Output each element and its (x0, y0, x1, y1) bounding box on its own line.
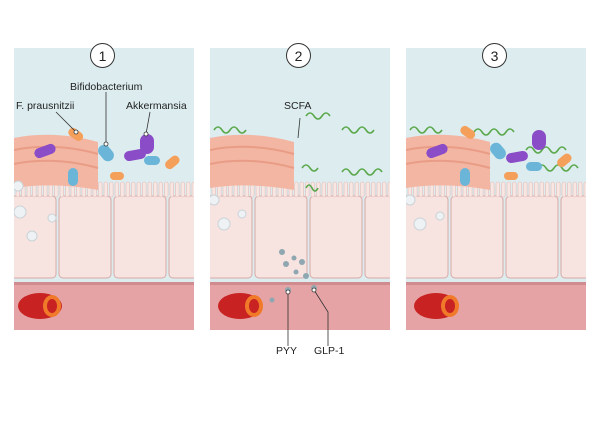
bacteria-purple (34, 134, 154, 162)
microvillus (371, 181, 376, 198)
microvillus (180, 181, 185, 198)
microvillus (158, 181, 163, 198)
bubbles (406, 194, 445, 231)
microvillus (338, 181, 343, 198)
label-scfa: SCFA (284, 100, 312, 112)
microvillus (583, 181, 586, 198)
microvillus (120, 181, 125, 198)
microvillus (299, 181, 304, 198)
panel-step-2: 2 SCFA PYY GLP-1 (210, 0, 390, 424)
microvillus (131, 181, 136, 198)
step-number: 3 (482, 43, 507, 68)
epithelial-cells (210, 195, 390, 279)
microvillus (147, 181, 152, 198)
microvillus (523, 181, 528, 198)
microvillus (545, 181, 550, 198)
label-akkermansia: Akkermansia (126, 100, 187, 112)
epithelial-cell (254, 195, 308, 279)
microvillus (539, 181, 544, 198)
leader-lines (55, 92, 151, 147)
gut-scene (406, 48, 586, 330)
microvillus (164, 181, 169, 198)
epithelial-cell (210, 195, 253, 279)
microvillus (506, 181, 511, 198)
epithelial-cell (113, 195, 167, 279)
microvillus (561, 181, 566, 198)
scfa-molecules (213, 112, 383, 192)
panel-step-3: 3 (406, 0, 586, 424)
step-number: 1 (90, 43, 115, 68)
microvillus (175, 181, 180, 198)
microvillus (360, 181, 365, 198)
bacteria-blue (68, 144, 160, 186)
microvillus (294, 181, 299, 198)
epithelial-cell (406, 195, 449, 279)
bubbles (210, 194, 247, 231)
epithelial-cells (406, 195, 586, 279)
microvillus (387, 181, 390, 198)
bubbles (14, 180, 57, 242)
microvillus (125, 181, 130, 198)
microvillus (153, 181, 158, 198)
microvillus (572, 181, 577, 198)
label-f-prausnitzii: F. prausnitzii (16, 100, 75, 112)
microvillus (534, 181, 539, 198)
microvillus (136, 181, 141, 198)
step-number: 2 (286, 43, 311, 68)
microvillus (332, 181, 337, 198)
epithelial-cell (309, 195, 363, 279)
epithelial-cell (505, 195, 559, 279)
epithelial-cell (168, 195, 194, 279)
microvillus (365, 181, 370, 198)
microvillus (142, 181, 147, 198)
panel-step-1: 1 Bifidobacterium F. prausnitzii Akkerma… (14, 0, 194, 424)
microvillus (349, 181, 354, 198)
label-glp-1: GLP-1 (314, 345, 345, 357)
label-pyy: PYY (276, 345, 298, 357)
epithelial-cells (14, 195, 194, 279)
gut-scene (14, 48, 194, 330)
microvillus (528, 181, 533, 198)
microvillus (98, 181, 103, 198)
bacteria-blue (460, 142, 542, 186)
microvillus (556, 181, 561, 198)
microvillus (327, 181, 332, 198)
microvillus (321, 181, 326, 198)
microvillus (103, 181, 108, 198)
microvillus (169, 181, 174, 198)
microvillus (490, 181, 495, 198)
epithelial-cell (364, 195, 390, 279)
epithelial-cell (560, 195, 586, 279)
epithelial-cell (58, 195, 112, 279)
microvillus (354, 181, 359, 198)
microvillus (109, 181, 114, 198)
microvillus (512, 181, 517, 198)
microvillus (501, 181, 506, 198)
leader-lines (285, 117, 329, 346)
label-bifidobacterium: Bifidobacterium (70, 81, 143, 93)
microvillus (376, 181, 381, 198)
bacteria-purple (426, 130, 546, 164)
microvillus (578, 181, 583, 198)
microvillus (495, 181, 500, 198)
microvillus (186, 181, 191, 198)
microvillus (567, 181, 572, 198)
epithelial-cell (450, 195, 504, 279)
microvillus (343, 181, 348, 198)
microvillus (191, 181, 194, 198)
bacteria-orange (68, 127, 180, 180)
microvillus (114, 181, 119, 198)
gut-scene (210, 48, 390, 346)
bacteria-orange (460, 125, 572, 180)
microvillus (550, 181, 555, 198)
microvillus (517, 181, 522, 198)
microvillus (382, 181, 387, 198)
